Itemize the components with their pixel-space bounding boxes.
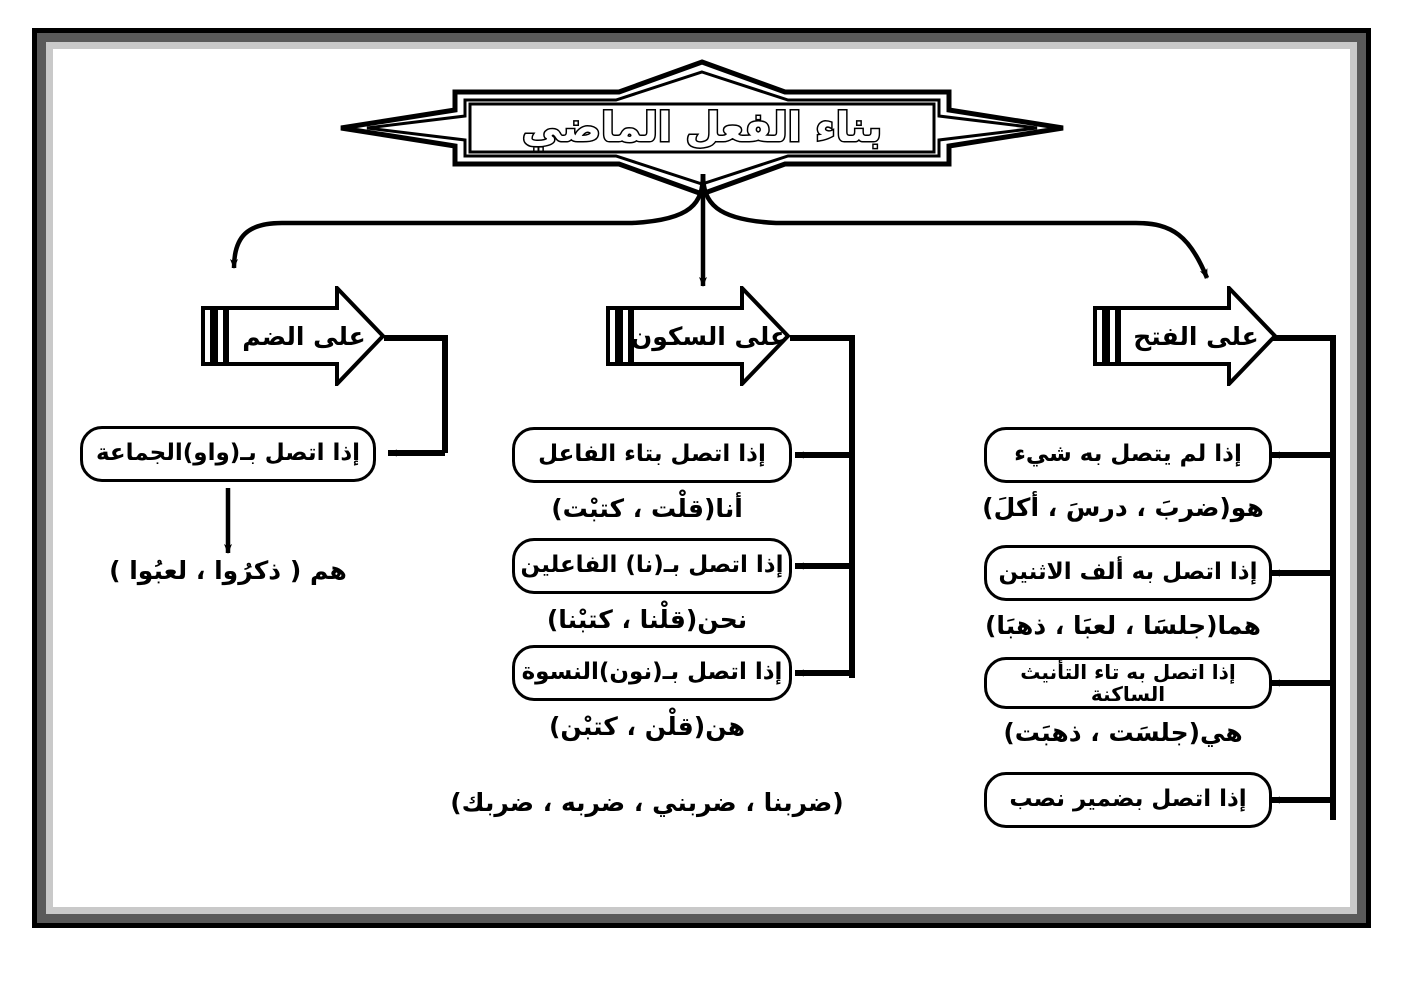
condition-box-fatha-4: إذا اتصل بضمير نصب — [984, 772, 1272, 828]
condition-box-fatha-2: إذا اتصل به ألف الاثنين — [984, 545, 1272, 601]
arrow-label-fatha: على الفتح — [1133, 321, 1259, 351]
arrow-branch-fatha: على الفتح — [1079, 286, 1309, 386]
block-arrow-shape — [201, 286, 386, 386]
diagram-canvas: بناء الفعل الماضي — [32, 28, 1371, 928]
block-arrow-shape — [606, 286, 791, 386]
arrow-branch-damma: على الضم — [187, 286, 417, 386]
example-sukoon-1: أنا(قلْت ، كتبْت) — [551, 494, 743, 523]
example-fatha-4: (ضربنا ، ضربني ، ضربه ، ضربك) — [450, 788, 844, 817]
title-banner: بناء الفعل الماضي — [337, 58, 1067, 198]
example-fatha-3: هي(جلسَت ، ذهبَت) — [1003, 718, 1243, 747]
condition-box-fatha-3: إذا اتصل به تاء التأنيث الساكنة — [984, 657, 1272, 709]
condition-box-damma-1: إذا اتصل بـ(واو)الجماعة — [80, 426, 376, 482]
example-sukoon-2: نحن(قلْنا ، كتبْنا) — [546, 605, 748, 634]
arrow-label-sukoon: على السكون — [630, 321, 788, 351]
bus-fatha — [1270, 335, 1336, 820]
condition-box-fatha-1: إذا لم يتصل به شيء — [984, 427, 1272, 483]
block-arrow-shape — [1093, 286, 1278, 386]
example-fatha-2: هما(جلسَا ، لعبَا ، ذهبَا) — [984, 611, 1262, 640]
example-damma-1: هم ( ذكرُوا ، لعبُوا ) — [109, 556, 347, 585]
example-sukoon-3: هن(قلْن ، كتبْن) — [548, 712, 746, 741]
arrow-label-damma: على الضم — [242, 321, 366, 351]
condition-box-sukoon-1: إذا اتصل بتاء الفاعل — [512, 427, 792, 483]
example-fatha-1: هو(ضربَ ، درسَ ، أكلَ) — [982, 493, 1264, 522]
arrow-branch-sukoon: على السكون — [592, 286, 822, 386]
condition-box-sukoon-2: إذا اتصل بـ(نا) الفاعلين — [512, 538, 792, 594]
condition-box-sukoon-3: إذا اتصل بـ(نون)النسوة — [512, 645, 792, 701]
title-banner-shape — [340, 59, 1064, 197]
page-title: بناء الفعل الماضي — [520, 104, 883, 153]
